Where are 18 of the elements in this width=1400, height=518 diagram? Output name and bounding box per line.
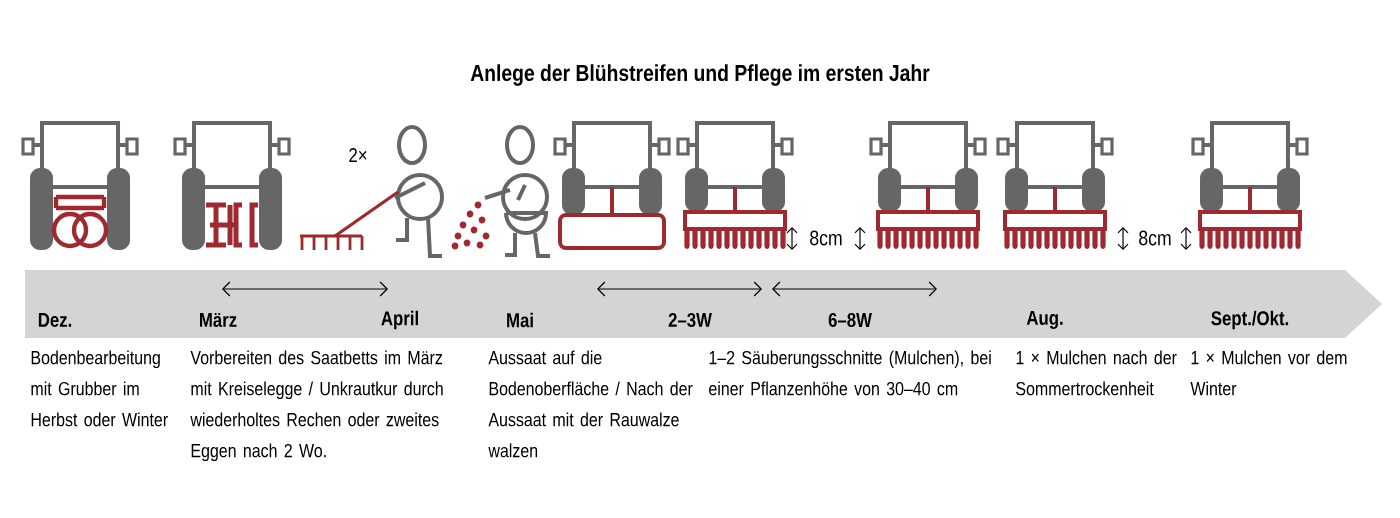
- month-label: April: [381, 310, 418, 330]
- month-label: März: [200, 312, 237, 327]
- description-text: Aussaat auf die Bodenoberfläche / Nach der Aussaat mit der Rauwalze walzen: [488, 350, 693, 458]
- title: Anlege der Blühstreifen und Pflege im ersten Jahr: [470, 64, 930, 86]
- month-label: Sept./Okt.: [1211, 310, 1289, 330]
- description-text: 1–2 Säuberungsschnitte (Mulchen), bei einer Pflanzenhöhe von 30–40 cm: [709, 350, 991, 396]
- month-label: 2–3W: [668, 312, 712, 328]
- height-label: 8cm: [1139, 230, 1171, 246]
- month-label: Mai: [507, 312, 533, 328]
- description-text: Bodenbearbeitung mit Grubber im Herbst oder Winter: [31, 350, 168, 427]
- month-label: 6–8W: [828, 312, 872, 328]
- month-label: Dez.: [38, 313, 72, 327]
- height-label: 8cm: [810, 230, 842, 246]
- description-text: 1 × Mulchen nach der Sommertrockenheit: [1016, 350, 1177, 396]
- description-text: Vorbereiten des Saatbetts im März mit Kreiselegge / Unkrautkur durch wiederholtes Rechen oder zweites Eggen nach 2 Wo.: [190, 350, 443, 462]
- month-label: Aug.: [1026, 311, 1063, 329]
- repeat-label: 2×: [349, 148, 367, 162]
- description-text: 1 × Mulchen vor dem Winter: [1190, 350, 1347, 396]
